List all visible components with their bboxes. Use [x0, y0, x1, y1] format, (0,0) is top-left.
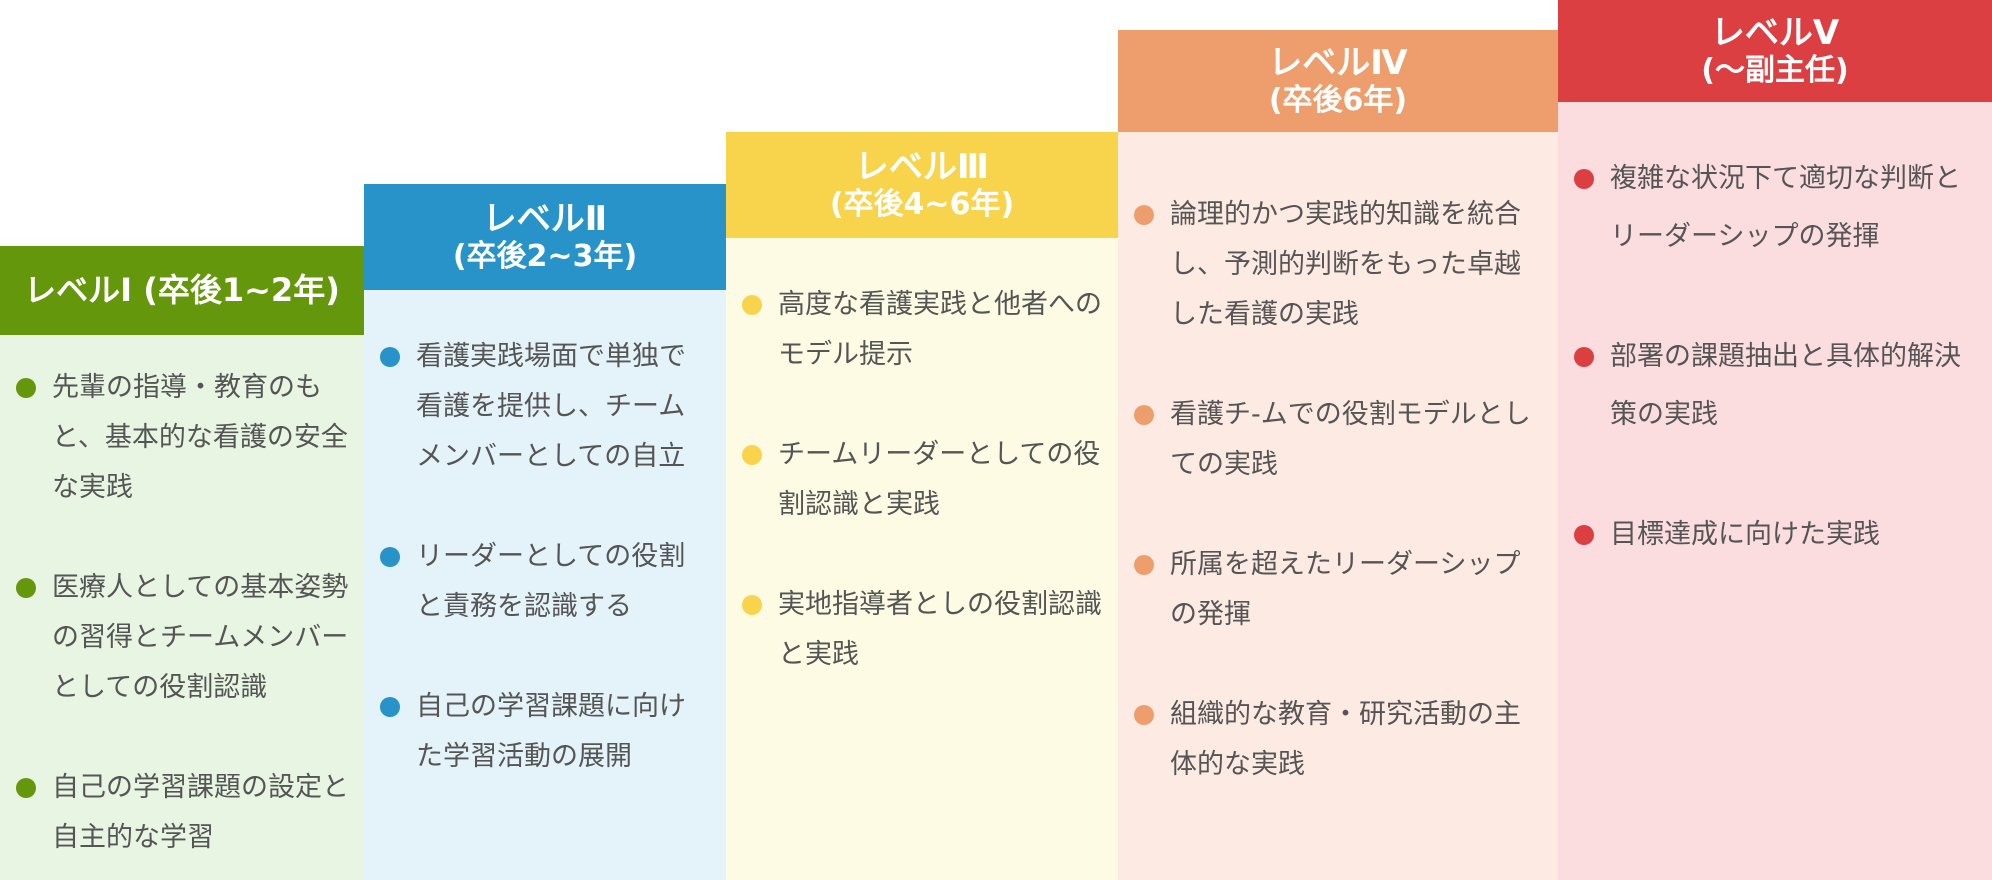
level-4-subtitle: (卒後6年) [1268, 83, 1408, 119]
list-item-text: 複雑な状況下て適切な判断とリーダーシップの発揮 [1610, 163, 1961, 252]
level-5-list: 複雑な状況下て適切な判断とリーダーシップの発揮 部署の課題抽出と具体的解決策の実… [1558, 150, 1992, 564]
list-item-text: 部署の課題抽出と具体的解決策の実践 [1610, 341, 1961, 430]
list-item-text: チームリーダーとしての役割認識と実践 [778, 439, 1101, 520]
level-3-subtitle: (卒後4~6年) [829, 187, 1015, 223]
list-item: 自己の学習課題の設定と自主的な学習 [0, 763, 364, 863]
level-2-column: レベルⅡ (卒後2~3年) 看護実践場面で単独で看護を提供し、チームメンバーとし… [364, 184, 726, 880]
level-4-header: レベルⅣ (卒後6年) [1118, 30, 1558, 132]
list-item-text: 先輩の指導・教育のもと、基本的な看護の安全な実践 [52, 372, 348, 503]
list-item: 実地指導者としの役割認識と実践 [726, 580, 1118, 680]
list-item: 先輩の指導・教育のもと、基本的な看護の安全な実践 [0, 363, 364, 513]
level-5-header: レベルⅤ (〜副主任) [1558, 0, 1992, 102]
level-5-body: 複雑な状況下て適切な判断とリーダーシップの発揮 部署の課題抽出と具体的解決策の実… [1558, 102, 1992, 880]
bullet-icon [380, 547, 400, 567]
list-item-text: 看護実践場面で単独で看護を提供し、チームメンバーとしての自立 [416, 341, 686, 472]
list-item: 複雑な状況下て適切な判断とリーダーシップの発揮 [1558, 150, 1992, 266]
bullet-icon [16, 578, 36, 598]
list-item-text: リーダーとしての役割と責務を認識する [416, 541, 686, 622]
list-item-text: 実地指導者としの役割認識と実践 [778, 589, 1102, 670]
list-item: 看護チ-ムでの役割モデルとしての実践 [1118, 390, 1558, 490]
list-item-text: 医療人としての基本姿勢の習得とチームメンバーとしての役割認識 [52, 572, 349, 703]
level-5-subtitle: (〜副主任) [1701, 53, 1849, 89]
level-1-list: 先輩の指導・教育のもと、基本的な看護の安全な実践 医療人としての基本姿勢の習得と… [0, 363, 364, 863]
bullet-icon [1574, 525, 1594, 545]
level-2-subtitle: (卒後2~3年) [452, 239, 638, 275]
list-item-text: 自己の学習課題の設定と自主的な学習 [52, 772, 349, 853]
list-item-text: 目標達成に向けた実践 [1610, 519, 1880, 550]
bullet-icon [16, 778, 36, 798]
level-2-body: 看護実践場面で単独で看護を提供し、チームメンバーとしての自立 リーダーとしての役… [364, 290, 726, 880]
bullet-icon [1134, 705, 1154, 725]
list-item: 医療人としての基本姿勢の習得とチームメンバーとしての役割認識 [0, 563, 364, 713]
list-item: 自己の学習課題に向けた学習活動の展開 [364, 682, 726, 782]
list-item: 目標達成に向けた実践 [1558, 506, 1992, 564]
list-item-text: 自己の学習課題に向けた学習活動の展開 [416, 691, 686, 772]
level-5-title: レベルⅤ [1710, 12, 1840, 53]
bullet-icon [1134, 205, 1154, 225]
level-1-body: 先輩の指導・教育のもと、基本的な看護の安全な実践 医療人としての基本姿勢の習得と… [0, 335, 364, 880]
bullet-icon [1134, 555, 1154, 575]
bullet-icon [1574, 169, 1594, 189]
level-4-body: 論理的かつ実践的知識を統合し、予測的判断をもった卓越した看護の実践 看護チ-ムで… [1118, 132, 1558, 880]
list-item: リーダーとしての役割と責務を認識する [364, 532, 726, 632]
list-item-text: 所属を超えたリーダーシップの発揮 [1170, 549, 1521, 630]
bullet-icon [1134, 405, 1154, 425]
bullet-icon [742, 295, 762, 315]
level-1-title: レベルⅠ (卒後1~2年) [24, 271, 340, 310]
list-item: 高度な看護実践と他者へのモデル提示 [726, 280, 1118, 380]
level-1-header: レベルⅠ (卒後1~2年) [0, 246, 364, 335]
level-5-column: レベルⅤ (〜副主任) 複雑な状況下て適切な判断とリーダーシップの発揮 部署の課… [1558, 0, 1992, 880]
list-item-text: 看護チ-ムでの役割モデルとしての実践 [1170, 399, 1531, 480]
list-item-text: 高度な看護実践と他者へのモデル提示 [778, 289, 1102, 370]
level-3-body: 高度な看護実践と他者へのモデル提示 チームリーダーとしての役割認識と実践 実地指… [726, 238, 1118, 880]
list-item: 所属を超えたリーダーシップの発揮 [1118, 540, 1558, 640]
level-2-title: レベルⅡ [482, 198, 608, 239]
bullet-icon [380, 347, 400, 367]
bullet-icon [742, 595, 762, 615]
level-2-header: レベルⅡ (卒後2~3年) [364, 184, 726, 290]
level-4-column: レベルⅣ (卒後6年) 論理的かつ実践的知識を統合し、予測的判断をもった卓越した… [1118, 30, 1558, 880]
list-item: チームリーダーとしての役割認識と実践 [726, 430, 1118, 530]
list-item: 論理的かつ実践的知識を統合し、予測的判断をもった卓越した看護の実践 [1118, 190, 1558, 340]
list-item: 組織的な教育・研究活動の主体的な実践 [1118, 690, 1558, 790]
bullet-icon [16, 378, 36, 398]
list-item: 看護実践場面で単独で看護を提供し、チームメンバーとしての自立 [364, 332, 726, 482]
bullet-icon [380, 697, 400, 717]
list-item-text: 組織的な教育・研究活動の主体的な実践 [1170, 699, 1521, 780]
bullet-icon [742, 445, 762, 465]
level-1-column: レベルⅠ (卒後1~2年) 先輩の指導・教育のもと、基本的な看護の安全な実践 医… [0, 246, 364, 880]
level-4-title: レベルⅣ [1268, 42, 1408, 83]
level-3-title: レベルⅢ [854, 146, 990, 187]
list-item: 部署の課題抽出と具体的解決策の実践 [1558, 328, 1992, 444]
level-3-column: レベルⅢ (卒後4~6年) 高度な看護実践と他者へのモデル提示 チームリーダーと… [726, 132, 1118, 880]
list-item-text: 論理的かつ実践的知識を統合し、予測的判断をもった卓越した看護の実践 [1170, 199, 1521, 330]
level-3-list: 高度な看護実践と他者へのモデル提示 チームリーダーとしての役割認識と実践 実地指… [726, 280, 1118, 680]
level-4-list: 論理的かつ実践的知識を統合し、予測的判断をもった卓越した看護の実践 看護チ-ムで… [1118, 190, 1558, 790]
level-3-header: レベルⅢ (卒後4~6年) [726, 132, 1118, 238]
level-2-list: 看護実践場面で単独で看護を提供し、チームメンバーとしての自立 リーダーとしての役… [364, 332, 726, 782]
bullet-icon [1574, 347, 1594, 367]
